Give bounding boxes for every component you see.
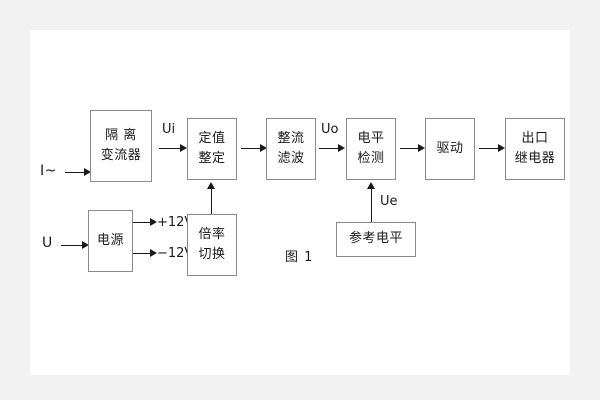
- current-input-label: I~: [40, 163, 57, 179]
- signal-label-ui: Ui: [162, 122, 176, 137]
- arrow-rail-positive: [133, 218, 157, 227]
- arrow-current-to-isolation: [65, 168, 91, 177]
- arrow-reference-to-level-detect: [367, 182, 376, 222]
- block-output-relay-line2: 继电器: [514, 151, 556, 166]
- block-isolation-ct-line2: 变流器: [100, 148, 142, 163]
- block-rectify-filter[interactable]: 整流 滤波: [266, 118, 316, 180]
- arrow-rail-negative: [133, 249, 157, 258]
- block-level-detect-line1: 电平: [357, 130, 385, 146]
- block-isolation-ct-line1: 隔 离: [105, 127, 137, 143]
- voltage-input-label: U: [42, 235, 53, 251]
- block-drive[interactable]: 驱动: [425, 118, 475, 180]
- block-rectify-filter-line1: 整流: [277, 130, 305, 146]
- block-setting[interactable]: 定值 整定: [187, 118, 237, 180]
- block-multiplier-switch[interactable]: 倍率 切换: [187, 214, 237, 276]
- signal-label-uo: Uo: [321, 122, 339, 137]
- figure-caption: 图 1: [285, 250, 314, 265]
- signal-label-ue: Ue: [380, 194, 398, 209]
- arrow-multiplier-to-setting: [207, 182, 216, 214]
- arrow-drive-to-output-relay: [479, 144, 505, 153]
- rail-positive-label: +12V: [157, 215, 194, 230]
- arrow-rectify-to-level-detect: [319, 144, 345, 153]
- block-multiplier-switch-line1: 倍率: [198, 226, 226, 242]
- block-output-relay-line1: 出口: [521, 130, 549, 146]
- block-setting-line1: 定值: [198, 130, 226, 146]
- rail-negative-label: −12V: [157, 246, 194, 261]
- block-output-relay[interactable]: 出口 继电器: [505, 118, 565, 180]
- block-level-detect[interactable]: 电平 检测: [346, 118, 396, 180]
- block-isolation-ct[interactable]: 隔 离 变流器: [90, 110, 152, 182]
- block-reference-level-line1: 参考电平: [348, 231, 403, 247]
- block-reference-level[interactable]: 参考电平: [336, 222, 416, 257]
- block-multiplier-switch-line2: 切换: [198, 247, 226, 262]
- arrow-voltage-to-power-supply: [61, 241, 89, 250]
- block-setting-line2: 整定: [198, 151, 226, 166]
- block-power-supply[interactable]: 电源: [88, 210, 133, 272]
- block-power-supply-line1: 电源: [96, 232, 124, 248]
- block-drive-line1: 驱动: [436, 140, 464, 156]
- block-rectify-filter-line2: 滤波: [277, 151, 305, 166]
- block-level-detect-line2: 检测: [357, 151, 385, 166]
- diagram-page: I~ 隔 离 变流器 Ui 定值 整定: [30, 30, 570, 375]
- arrow-setting-to-rectify: [241, 144, 267, 153]
- arrow-level-detect-to-drive: [400, 144, 425, 153]
- arrow-isolation-to-setting: [159, 144, 187, 153]
